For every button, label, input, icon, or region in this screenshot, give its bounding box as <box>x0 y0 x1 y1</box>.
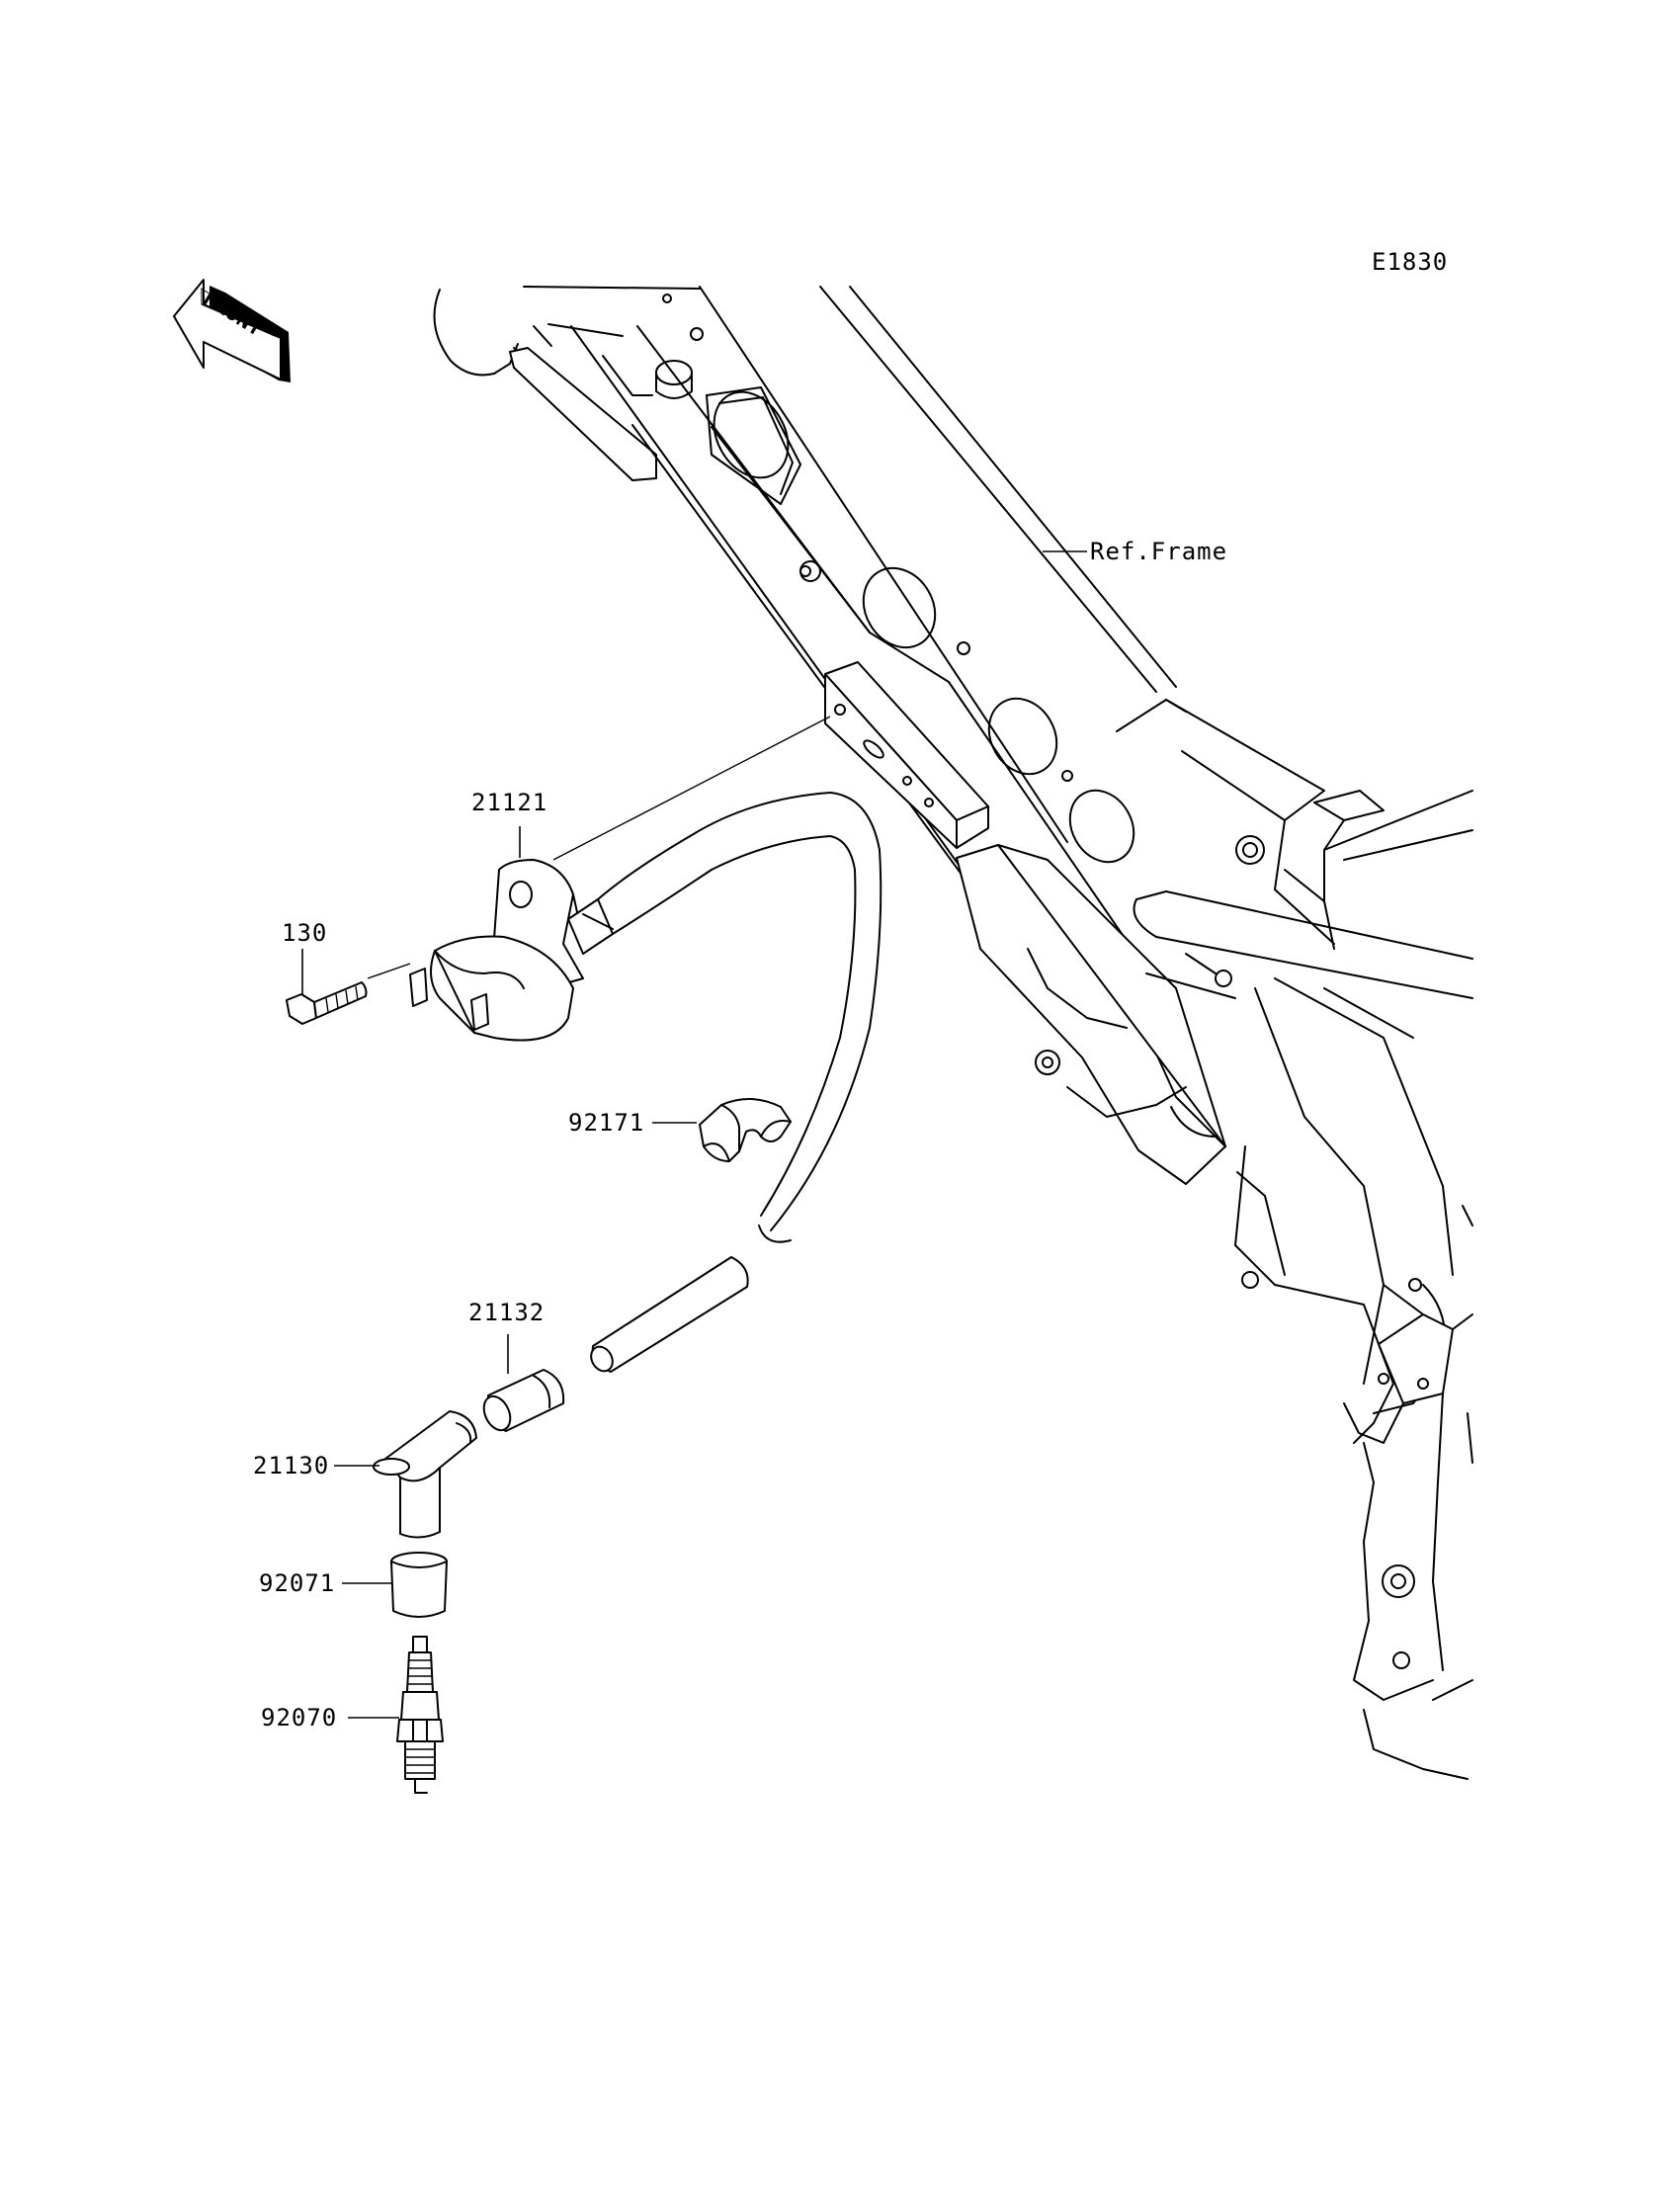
bolt-drawing <box>286 963 411 1025</box>
plug-cap-drawing <box>373 1410 477 1539</box>
front-arrow-icon: FRONT <box>173 279 291 382</box>
boot-drawing <box>390 1552 448 1618</box>
part-number-21130: 21130 <box>253 1452 329 1479</box>
part-number-92071: 92071 <box>259 1569 335 1597</box>
ref-frame-label: Ref.Frame <box>1090 538 1227 565</box>
ignition-coil-drawing <box>409 716 882 1231</box>
spark-plug-drawing <box>396 1636 444 1794</box>
clamp-drawing <box>699 1097 792 1162</box>
cable-tube-drawing <box>590 1225 792 1373</box>
part-number-92070: 92070 <box>261 1704 337 1732</box>
cap-seal-drawing <box>482 1369 565 1432</box>
part-number-21132: 21132 <box>468 1299 545 1326</box>
diagram-code: E1830 <box>1372 248 1448 276</box>
part-number-130: 130 <box>282 919 327 947</box>
part-number-92171: 92171 <box>568 1109 644 1137</box>
frame-reference-drawing <box>433 286 1473 1780</box>
part-number-21121: 21121 <box>471 789 547 816</box>
